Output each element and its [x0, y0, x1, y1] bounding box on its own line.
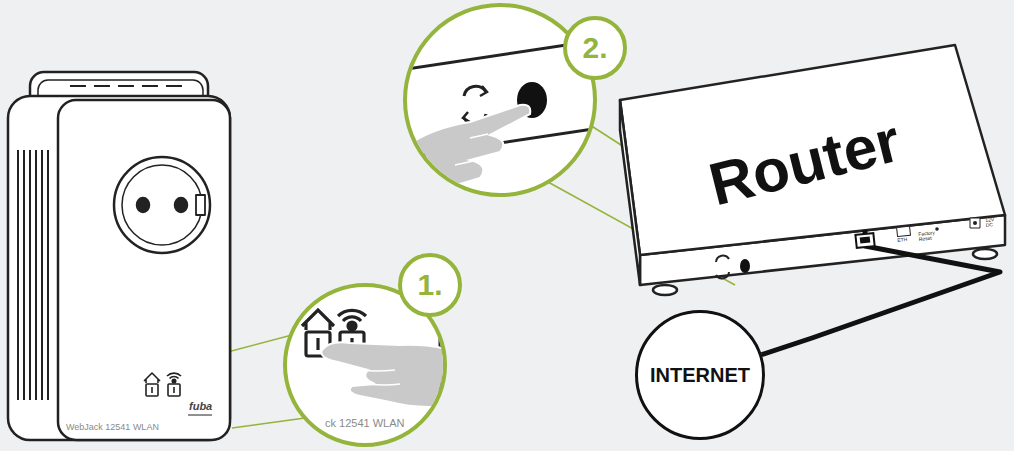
hand — [321, 342, 455, 407]
socket — [114, 157, 210, 253]
vent-slot — [35, 150, 37, 400]
button-icon — [167, 373, 181, 396]
socket-hole — [137, 198, 149, 212]
hand — [455, 134, 488, 165]
reset-button — [935, 227, 939, 231]
node-label: Router — [703, 106, 907, 220]
router-foot — [653, 285, 677, 295]
hand — [400, 105, 530, 200]
brand-logo: fuba — [189, 401, 212, 413]
vent-slot — [70, 85, 86, 87]
router-side — [620, 100, 640, 285]
vent-slot — [94, 85, 110, 87]
router-foot — [973, 249, 997, 259]
router — [620, 45, 1005, 295]
vent-slot — [47, 150, 49, 400]
earth-clip — [196, 195, 205, 215]
callout-number: 2. — [582, 31, 607, 65]
logo-line — [188, 415, 212, 416]
wps-button — [740, 259, 750, 273]
cable-group — [762, 230, 1000, 355]
vent-slot — [23, 150, 25, 400]
router-box: Router — [660, 95, 950, 230]
port-label: ETH — [897, 237, 907, 243]
vent-slot — [118, 85, 134, 87]
eth-port — [897, 226, 911, 236]
dc-jack — [970, 218, 980, 228]
cable-plug — [855, 233, 874, 248]
adapter-front — [58, 100, 230, 440]
internet-circle: INTERNET — [635, 310, 765, 440]
button-icon — [144, 373, 160, 396]
node-label: INTERNET — [650, 364, 750, 387]
socket-hole — [175, 198, 187, 212]
powerline-adapter — [8, 72, 230, 440]
callout-number: 1. — [417, 268, 442, 302]
vent-slot — [41, 150, 43, 400]
vent-slots — [18, 150, 48, 400]
wps-icon — [716, 256, 729, 279]
vent-slots — [70, 85, 182, 87]
callout-badge: 1. — [398, 253, 462, 317]
cable-plug — [860, 236, 871, 243]
router-top — [620, 45, 1005, 255]
socket — [122, 165, 202, 245]
hand — [360, 370, 400, 385]
vent-slot — [142, 85, 158, 87]
dc-jack — [973, 221, 977, 225]
vent-slot — [166, 85, 182, 87]
port-label: 12V DC — [985, 217, 1000, 229]
network-cable — [762, 230, 1000, 355]
leader-line — [232, 418, 305, 428]
adapter-body — [8, 96, 230, 440]
vent-slot — [17, 150, 19, 400]
product-name: WebJack 12541 WLAN — [66, 423, 159, 432]
callout-badge: 2. — [563, 16, 627, 80]
product-name: ck 12541 WLAN — [325, 418, 404, 430]
vent-slot — [29, 150, 31, 400]
